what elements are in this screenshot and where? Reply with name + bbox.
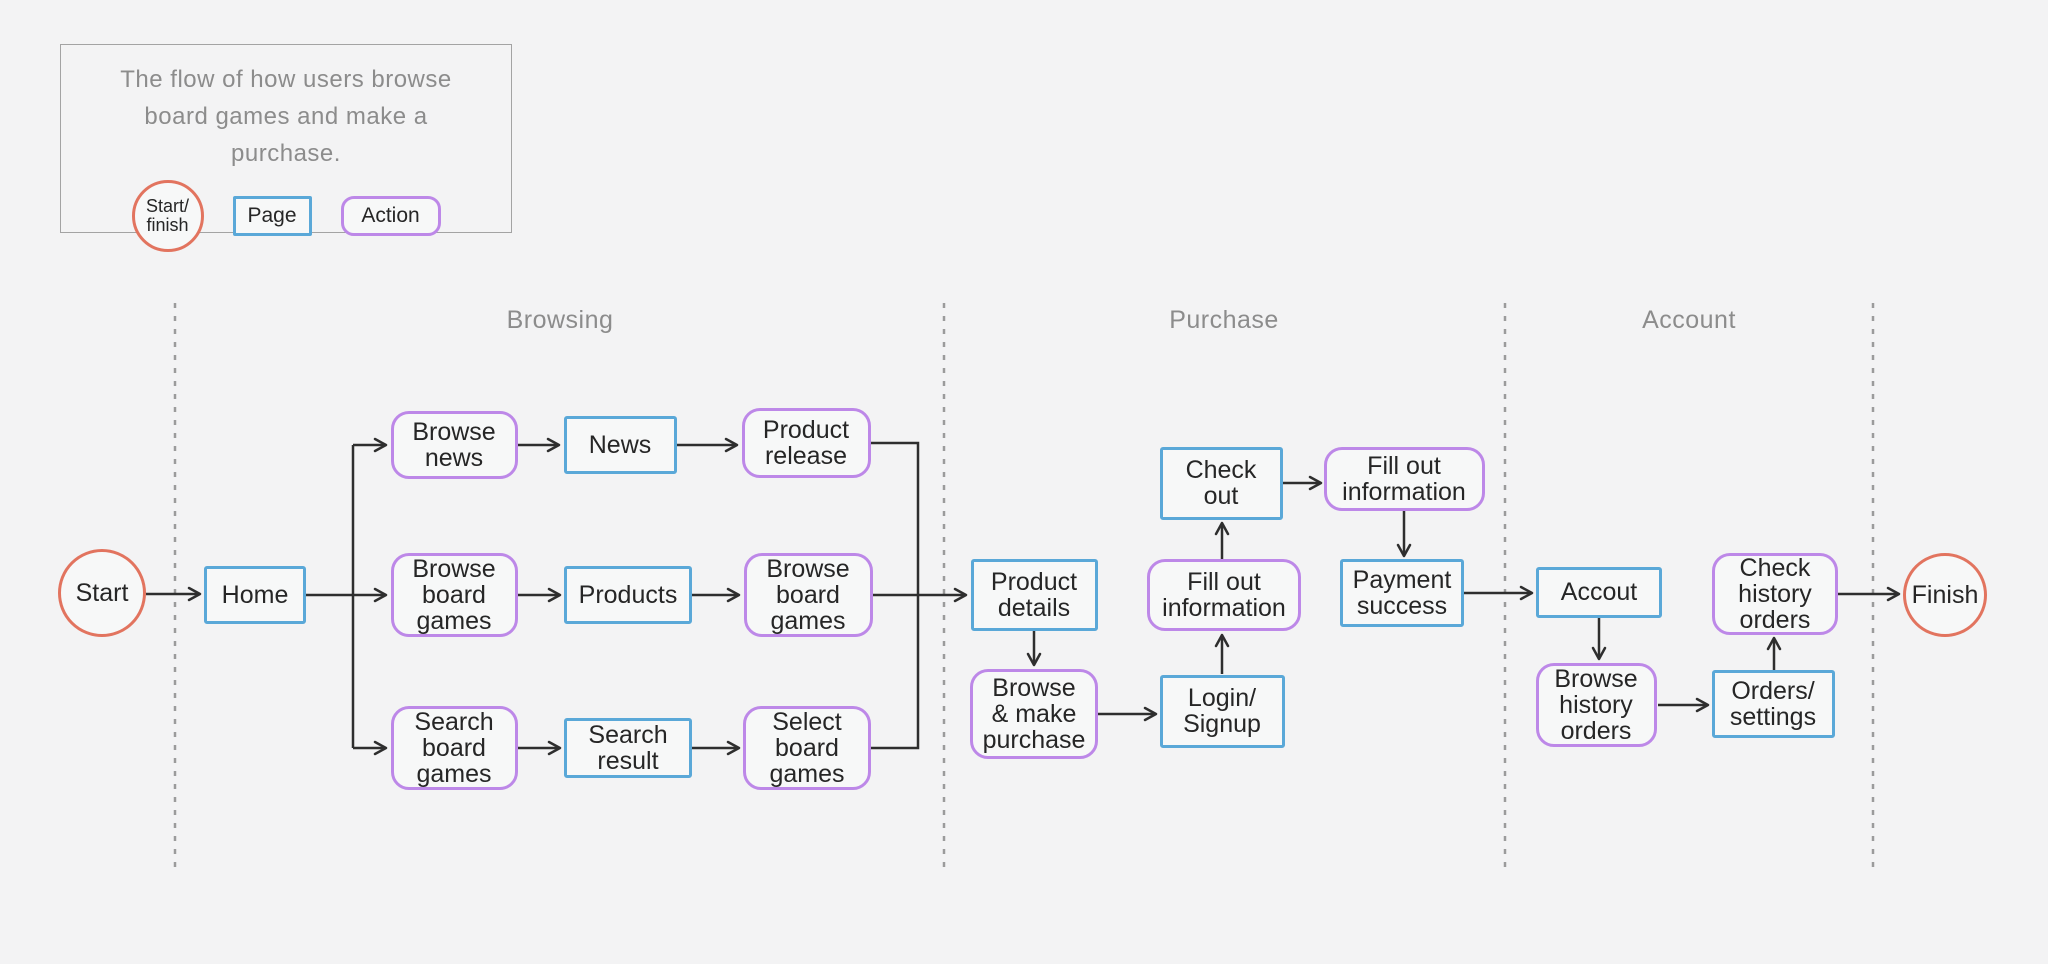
node-payment-success: Payment success: [1340, 559, 1464, 627]
node-label-finish: Finish: [1911, 581, 1979, 609]
node-label-home: Home: [221, 581, 289, 609]
node-label-product-details: Product details: [990, 568, 1078, 622]
node-fill-out-information-2: Fill out information: [1323, 447, 1485, 511]
node-check-history-orders: Check history orders: [1712, 553, 1838, 635]
node-label-accout: Accout: [1560, 578, 1638, 606]
legend-start-finish-label: Start/ finish: [145, 196, 189, 235]
node-label-products: Products: [578, 581, 678, 609]
node-label-fill-out-information: Fill out information: [1162, 568, 1286, 622]
node-label-fill-out-information-2: Fill out information: [1342, 452, 1466, 506]
node-product-release: Product release: [741, 408, 871, 478]
node-label-browse-make-purchase: Browse & make purchase: [982, 674, 1086, 754]
node-check-out: Check out: [1159, 446, 1283, 520]
node-browse-board-games: Browse board games: [390, 553, 518, 637]
edge-product-release-to-merge-line: [871, 441, 920, 595]
legend: The flow of how users browse board games…: [60, 44, 512, 252]
node-orders-settings: Orders/ settings: [1711, 670, 1835, 738]
node-label-browse-news: Browse news: [412, 418, 496, 472]
node-finish: Finish: [1903, 553, 1987, 637]
node-label-login-signup: Login/ Signup: [1183, 684, 1261, 738]
node-products: Products: [564, 566, 692, 624]
node-login-signup: Login/ Signup: [1159, 674, 1285, 748]
node-start: Start: [58, 549, 146, 637]
node-home: Home: [204, 566, 306, 624]
node-label-product-release: Product release: [762, 416, 850, 470]
node-label-start: Start: [75, 579, 129, 607]
node-label-check-out: Check out: [1185, 456, 1257, 510]
legend-action-shape: Action: [340, 196, 441, 236]
node-browse-history-orders: Browse history orders: [1535, 663, 1657, 747]
edge-select-board-games-to-merge-line: [871, 595, 920, 750]
section-label-account: Account: [1642, 306, 1736, 334]
legend-page-shape: Page: [232, 196, 312, 236]
node-label-search-board-games: Search board games: [414, 708, 494, 788]
section-dividers: [173, 303, 1875, 870]
section-label-purchase: Purchase: [1169, 306, 1279, 334]
node-news: News: [563, 416, 677, 474]
node-label-search-result: Search result: [588, 721, 668, 775]
node-browse-board-games-2: Browse board games: [743, 553, 873, 637]
legend-page-label: Page: [247, 204, 297, 227]
node-product-details: Product details: [970, 559, 1098, 631]
node-select-board-games: Select board games: [743, 706, 871, 790]
legend-title: The flow of how users browse board games…: [120, 66, 452, 167]
node-browse-news: Browse news: [390, 411, 518, 479]
node-search-result: Search result: [564, 718, 692, 778]
node-fill-out-information: Fill out information: [1147, 559, 1301, 631]
node-label-orders-settings: Orders/ settings: [1729, 677, 1817, 731]
flow-edges: [146, 437, 1901, 756]
node-accout: Accout: [1536, 566, 1662, 618]
section-label-browsing: Browsing: [506, 306, 614, 334]
legend-start-finish-shape: Start/ finish: [131, 180, 204, 252]
legend-items: Start/ finish Page Action: [61, 180, 511, 252]
node-label-browse-board-games: Browse board games: [412, 555, 496, 635]
node-label-news: News: [588, 431, 652, 459]
node-label-browse-board-games-2: Browse board games: [766, 555, 850, 635]
legend-action-label: Action: [361, 204, 420, 227]
node-browse-make-purchase: Browse & make purchase: [970, 669, 1098, 759]
node-search-board-games: Search board games: [390, 706, 518, 790]
node-label-payment-success: Payment success: [1352, 566, 1452, 620]
node-label-browse-history-orders: Browse history orders: [1554, 665, 1638, 745]
node-label-select-board-games: Select board games: [769, 708, 845, 788]
node-label-check-history-orders: Check history orders: [1738, 554, 1812, 634]
